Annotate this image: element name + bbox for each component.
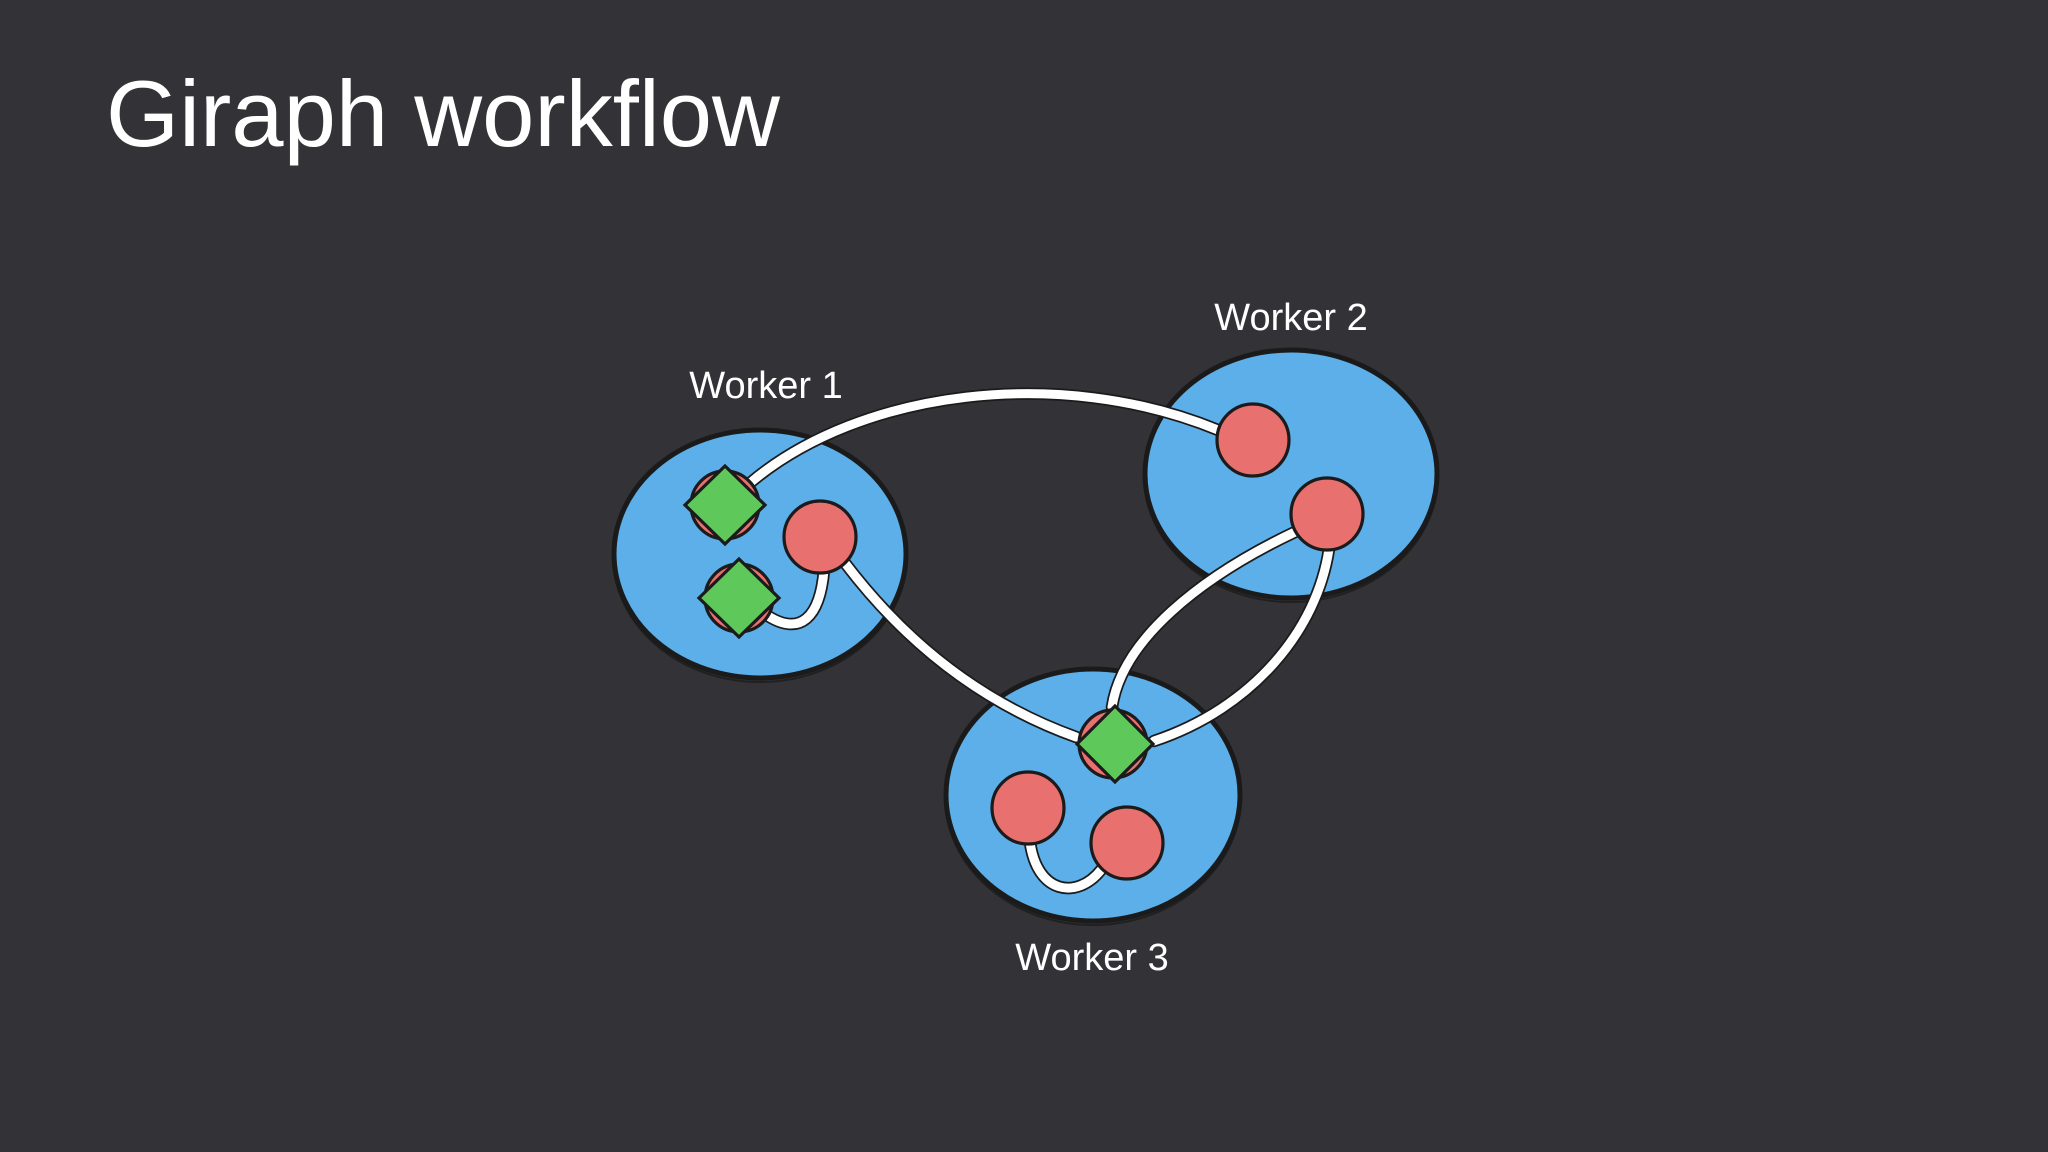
- worker-2-bottom-circle: [1289, 476, 1365, 552]
- slide-title: Giraph workflow: [106, 61, 780, 166]
- edge-w1diamond-w2circle: [745, 389, 1223, 488]
- edge-w1circle-w3diamond: [840, 558, 1081, 742]
- worker-3-right-circle: [1089, 805, 1165, 881]
- edges-group: [743, 387, 1336, 895]
- edge-w2circle-w3diamond-right: [1149, 544, 1334, 746]
- edge-w3circle-w3circle: [1025, 837, 1106, 893]
- worker-1-bottom-diamond: [696, 556, 782, 640]
- worker-3-label: Worker 3: [1015, 937, 1168, 979]
- worker-1-right-circle: [782, 499, 858, 575]
- worker-3-ellipse-sketch-line: [944, 668, 1242, 926]
- worker-3-left-circle: [990, 770, 1066, 846]
- worker-2-label: Worker 2: [1214, 297, 1367, 339]
- worker-2-group: Worker 2: [1142, 297, 1440, 603]
- worker-1-ellipse-sketch-line: [612, 429, 908, 683]
- worker-1-label: Worker 1: [689, 365, 842, 407]
- worker-2-ellipse: [1142, 347, 1440, 601]
- worker-3-top-diamond: [1074, 703, 1156, 785]
- worker-1-group: Worker 1: [611, 365, 909, 683]
- worker-2-left-circle: [1215, 402, 1291, 478]
- nodes-group: [682, 402, 1365, 881]
- edge-w1circle-w1diamond: [763, 565, 829, 629]
- edge-w2circle-w3diamond-left: [1107, 527, 1300, 712]
- worker-2-ellipse-sketch-line: [1143, 349, 1439, 603]
- worker-1-top-diamond: [682, 463, 768, 547]
